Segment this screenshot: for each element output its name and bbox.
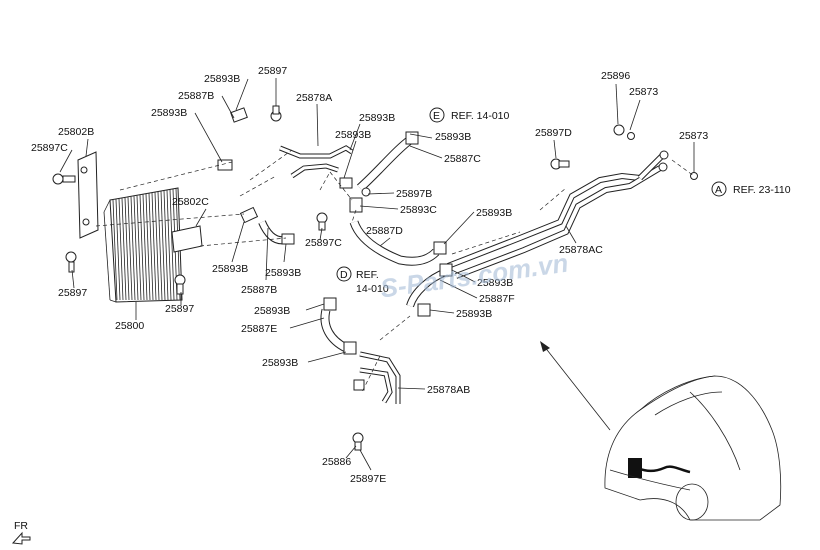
bolt-25897-left xyxy=(65,251,77,273)
callout-25893B: 25893B xyxy=(265,267,301,279)
ref-D: D REF. 14-010 xyxy=(336,266,389,295)
vehicle-location-illustration xyxy=(604,375,782,521)
bolt-25897C-left xyxy=(52,173,76,185)
ref-E: E REF. 14-010 xyxy=(429,107,510,123)
callout-25893B: 25893B xyxy=(476,207,512,219)
callout-25893C: 25893C xyxy=(400,204,437,216)
callout-25887E: 25887E xyxy=(241,323,277,335)
callout-25897: 25897 xyxy=(165,303,194,315)
callout-25893B: 25893B xyxy=(435,131,471,143)
callout-25897D: 25897D xyxy=(535,127,572,139)
callout-25887F: 25887F xyxy=(479,293,515,305)
callout-25893B: 25893B xyxy=(151,107,187,119)
callout-25897E: 25897E xyxy=(350,473,386,485)
callout-25897: 25897 xyxy=(258,65,287,77)
callout-25893B: 25893B xyxy=(456,308,492,320)
callout-25887B: 25887B xyxy=(241,284,277,296)
bolt-25897-mid xyxy=(174,274,186,295)
callout-25873: 25873 xyxy=(679,130,708,142)
callout-25893B: 25893B xyxy=(204,73,240,85)
callout-25802C: 25802C xyxy=(172,196,209,208)
callout-25893B: 25893B xyxy=(335,129,371,141)
callout-25886: 25886 xyxy=(322,456,351,468)
callout-25896: 25896 xyxy=(601,70,630,82)
ref-E-letter: E xyxy=(433,110,440,122)
front-direction-indicator: FR xyxy=(11,520,31,545)
callout-25887C: 25887C xyxy=(444,153,481,165)
callout-25878AC: 25878AC xyxy=(559,244,603,256)
callout-25897C: 25897C xyxy=(31,142,68,154)
callout-25873: 25873 xyxy=(629,86,658,98)
callout-25893B: 25893B xyxy=(212,263,248,275)
ref-E-text: REF. 14-010 xyxy=(451,110,510,122)
callout-25897: 25897 xyxy=(58,287,87,299)
callout-25887B: 25887B xyxy=(178,90,214,102)
callout-25800: 25800 xyxy=(115,320,144,332)
oil-cooler-part xyxy=(77,151,203,303)
ref-D-text-2: 14-010 xyxy=(356,283,389,295)
ref-D-letter: D xyxy=(340,269,348,281)
front-direction-label: FR xyxy=(14,520,28,532)
callout-25893B: 25893B xyxy=(477,277,513,289)
ref-A-letter: A xyxy=(715,184,722,196)
callout-25802B: 25802B xyxy=(58,126,94,138)
callout-25897C: 25897C xyxy=(305,237,342,249)
callout-25893B: 25893B xyxy=(254,305,290,317)
callout-25887D: 25887D xyxy=(366,225,403,237)
ref-D-text-1: REF. xyxy=(356,269,379,281)
callouts: 25893B 25887B 25893B 25897 25878A 25802B… xyxy=(31,65,708,485)
callout-25893B: 25893B xyxy=(262,357,298,369)
ref-A-text: REF. 23-110 xyxy=(733,184,791,196)
callout-25878A: 25878A xyxy=(296,92,332,104)
ref-A: A REF. 23-110 xyxy=(711,181,791,197)
callout-25878AB: 25878AB xyxy=(427,384,470,396)
callout-25897B: 25897B xyxy=(396,188,432,200)
callout-25893B: 25893B xyxy=(359,112,395,124)
